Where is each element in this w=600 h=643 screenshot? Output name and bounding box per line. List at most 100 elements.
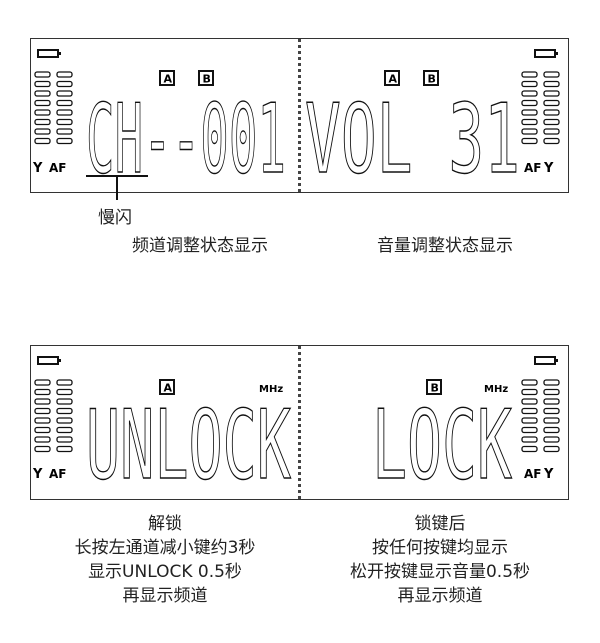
level-bar-segment [56,407,73,415]
channel-badge [423,70,439,86]
level-bar-segment [521,398,538,405]
channel-badge-label: B [428,73,436,86]
level-bar-segment [34,128,51,135]
caption-channel-adjust: 频道调整状态显示 [132,236,268,256]
level-bar-segment [34,426,51,434]
level-bar-segment [34,118,51,126]
level-bar-segment [56,80,73,88]
level-bar-segment [543,128,560,135]
level-bar-segment [521,407,538,415]
level-bar-segment [34,398,51,405]
level-bar-segment [34,137,51,145]
mhz-unit: MHz [259,384,283,395]
level-bar-segment [543,379,560,386]
af-indicator: AF [49,161,66,175]
annotation-slow-blink: 慢闪 [98,208,132,228]
divider [298,39,301,192]
lcd-panel-top [30,38,569,193]
level-bar-segment [543,109,560,116]
level-bar-segment [34,109,51,116]
af-indicator: AF [49,467,66,481]
caption-line: 再显示频道 [397,586,483,606]
level-bar-segment [521,90,538,97]
antenna-icon: Y [32,467,43,482]
level-bar-segment [543,137,560,145]
level-bar-segment [521,118,538,126]
level-bar-segment [34,417,51,424]
channel-badge-label: B [431,382,439,395]
channel-badge-label: A [164,382,173,395]
channel-badge-label: A [389,73,398,86]
level-bar-segment [521,388,538,396]
channel-badge [159,379,175,395]
battery-icon [58,52,61,55]
af-indicator: AF [524,467,541,481]
caption-lock: 锁键后 按任何按键均显示 松开按键显示音量0.5秒 再显示频道 [320,512,560,608]
caption-line: 显示UNLOCK 0.5秒 [88,562,242,582]
level-bar-segment [56,379,73,386]
caption-line: 按任何按键均显示 [372,538,508,558]
level-bar-segment [34,71,51,78]
level-bar-segment [543,118,560,126]
level-bar-segment [521,137,538,145]
level-bar-segment [34,436,51,443]
level-bar-segment [56,436,73,443]
battery-icon [534,49,556,58]
battery-icon [58,359,61,362]
level-bar-segment [521,417,538,424]
channel-badge [384,70,400,86]
level-bar-segment [543,71,560,78]
level-bar-segment [521,71,538,78]
channel-badge [198,70,214,86]
level-bar-segment [543,99,560,107]
level-bar-segment [56,398,73,405]
level-bar-segment [34,90,51,97]
level-bar-segment [543,398,560,405]
caption-line: 锁键后 [414,514,466,534]
divider [298,346,301,499]
level-bar-segment [543,417,560,424]
level-bar-segment [56,445,73,453]
level-bar-segment [521,426,538,434]
level-bar-segment [521,99,538,107]
mhz-unit: MHz [484,384,508,395]
lcd-panel-bottom [30,345,569,500]
caption-line: 长按左通道减小键约3秒 [74,538,256,558]
level-bar-segment [56,99,73,107]
level-bar-segment [56,128,73,135]
level-bar-segment [521,80,538,88]
af-indicator: AF [524,161,541,175]
level-bar-segment [543,90,560,97]
level-bar-segment [543,436,560,443]
battery-icon [37,356,59,365]
level-bar-segment [34,388,51,396]
channel-badge-label: B [203,73,211,86]
caption-volume-adjust: 音量调整状态显示 [377,236,513,256]
lcd-display-unlock: UNLOCK [86,391,291,501]
channel-badge [426,379,442,395]
caption-unlock: 解锁 长按左通道减小键约3秒 显示UNLOCK 0.5秒 再显示频道 [50,512,280,608]
battery-icon [555,359,558,362]
battery-icon [534,356,556,365]
level-bar-segment [543,445,560,453]
level-bar-segment [34,99,51,107]
channel-badge [159,70,175,86]
level-bar-segment [56,426,73,434]
level-bar-segment [56,417,73,424]
caption-line: 解锁 [148,514,182,534]
level-bar-segment [56,90,73,97]
antenna-icon: Y [543,161,554,176]
level-bar-segment [543,407,560,415]
level-bar-segment [56,137,73,145]
lcd-display-channel: CH--001 [86,85,286,195]
level-bar-segment [34,379,51,386]
level-bar-segment [34,445,51,453]
level-bar-segment [56,118,73,126]
lcd-display-volume: VOL 31 [305,85,520,195]
level-bar-segment [521,379,538,386]
level-bar-segment [56,109,73,116]
level-bar-segment [521,436,538,443]
level-bar-segment [543,426,560,434]
lcd-display-lock: LOCK [372,391,512,501]
